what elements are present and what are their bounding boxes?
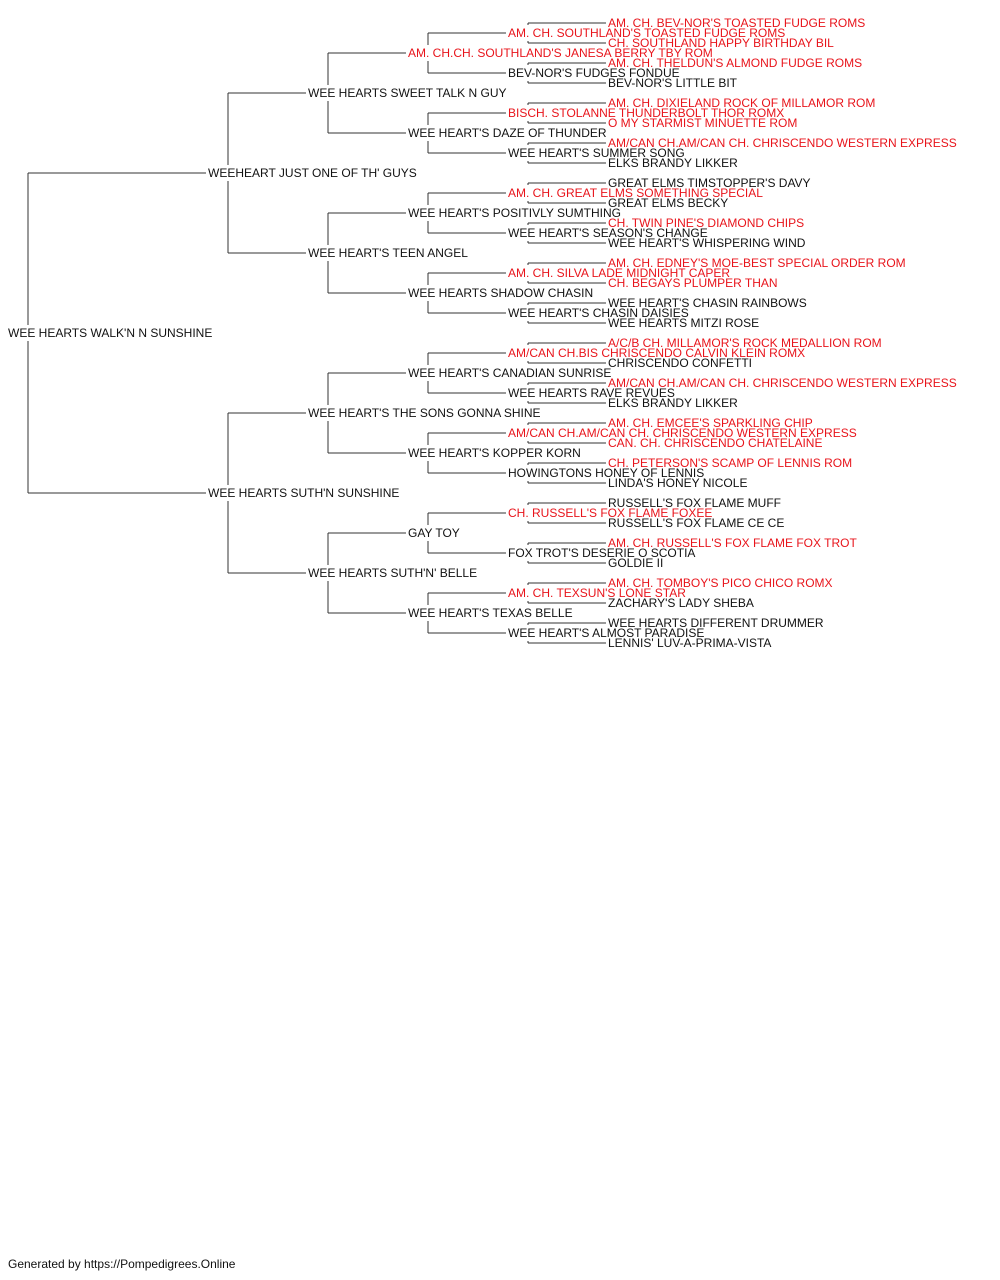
ancestor-sire-sire-sire-dam-sire: AM. CH. THELDUN'S ALMOND FUDGE ROMS [608, 56, 863, 70]
ancestor-dam-dam-sire-sire-dam: RUSSELL'S FOX FLAME CE CE [608, 516, 785, 530]
ancestor-sire-dam-sire-sire-dam: GREAT ELMS BECKY [608, 196, 729, 210]
ancestor-sire-dam-sire-dam: WEE HEART'S SEASON'S CHANGE [508, 226, 708, 240]
ancestor-dam-dam-sire-sire-sire: RUSSELL'S FOX FLAME MUFF [608, 496, 781, 510]
ancestor-sire-dam-dam-sire: AM. CH. SILVA LADE MIDNIGHT CAPER [508, 266, 731, 280]
ancestor-sire-dam-sire-dam-dam: WEE HEART'S WHISPERING WIND [608, 236, 806, 250]
ancestor-sire-dam: WEE HEART'S TEEN ANGEL [308, 246, 468, 260]
ancestor-dam-sire-sire-dam: WEE HEARTS RAVE REVUES [508, 386, 675, 400]
ancestor-sire-sire-sire-sire-dam: CH. SOUTHLAND HAPPY BIRTHDAY BIL [608, 36, 834, 50]
ancestor-sire-sire-sire-dam-dam: BEV-NOR'S LITTLE BIT [608, 76, 737, 90]
ancestor-dam-sire-sire-dam-dam: ELKS BRANDY LIKKER [608, 396, 738, 410]
ancestor-dam-dam-dam-sire-dam: ZACHARY'S LADY SHEBA [608, 596, 754, 610]
ancestor-dam-sire-dam-dam-dam: LINDA'S HONEY NICOLE [608, 476, 748, 490]
ancestor-dam-dam-dam: WEE HEART'S TEXAS BELLE [408, 606, 573, 620]
ancestor-dam-sire-sire: WEE HEART'S CANADIAN SUNRISE [408, 366, 612, 380]
ancestor-dam-dam-sire-dam-dam: GOLDIE II [608, 556, 664, 570]
ancestor-sire-dam-dam-sire-dam: CH. BEGAYS PLUMPER THAN [608, 276, 778, 290]
ancestor-sire-dam-sire-sire: AM. CH. GREAT ELMS SOMETHING SPECIAL [508, 186, 763, 200]
ancestor-sire-dam-sire-sire-sire: GREAT ELMS TIMSTOPPER'S DAVY [608, 176, 811, 190]
ancestor-sire-dam-dam-dam-sire: WEE HEART'S CHASIN RAINBOWS [608, 296, 807, 310]
ancestor-dam-dam-sire: GAY TOY [408, 526, 460, 540]
ancestor-dam-dam-dam-sire: AM. CH. TEXSUN'S LONE STAR [508, 586, 686, 600]
ancestor-sire-sire-dam-dam-dam: ELKS BRANDY LIKKER [608, 156, 738, 170]
ancestor-dam-sire-dam-dam-sire: CH. PETERSON'S SCAMP OF LENNIS ROM [608, 456, 853, 470]
ancestor-sire-sire-dam-dam-sire: AM/CAN CH.AM/CAN CH. CHRISCENDO WESTERN … [608, 136, 957, 150]
ancestor-dam-sire-dam-dam: HOWINGTONS HONEY OF LENNIS [508, 466, 705, 480]
ancestor-sire-sire-sire-sire-sire: AM. CH. BEV-NOR'S TOASTED FUDGE ROMS [608, 16, 866, 30]
ancestor-dam-dam-dam-dam: WEE HEART'S ALMOST PARADISE [508, 626, 705, 640]
ancestor-dam-sire-dam-sire: AM/CAN CH.AM/CAN CH. CHRISCENDO WESTERN … [508, 426, 857, 440]
ancestor-dam-sire-dam-sire-dam: CAN. CH. CHRISCENDO CHATELAINE [608, 436, 823, 450]
ancestor-dam-sire: WEE HEART'S THE SONS GONNA SHINE [308, 406, 541, 420]
generated-by-footer: Generated by https://Pompedigrees.Online [8, 1257, 236, 1271]
ancestor-dam: WEE HEARTS SUTH'N SUNSHINE [208, 486, 400, 500]
ancestor-dam-sire-sire-sire-sire: A/C/B CH. MILLAMOR'S ROCK MEDALLION ROM [608, 336, 882, 350]
ancestor-sire-sire-dam-sire: BISCH. STOLANNE THUNDERBOLT THOR ROMX [508, 106, 785, 120]
ancestor-dam-dam-sire-dam-sire: AM. CH. RUSSELL'S FOX FLAME FOX TROT [608, 536, 857, 550]
ancestor-sire-sire-dam-sire-sire: AM. CH. DIXIELAND ROCK OF MILLAMOR ROM [608, 96, 876, 110]
ancestor-sire-dam-dam: WEE HEARTS SHADOW CHASIN [408, 286, 594, 300]
ancestor-dam-dam: WEE HEARTS SUTH'N' BELLE [308, 566, 478, 580]
ancestor-dam-sire-dam-sire-sire: AM. CH. EMCEE'S SPARKLING CHIP [608, 416, 813, 430]
ancestor-sire-sire-dam-sire-dam: O MY STARMIST MINUETTE ROM [608, 116, 798, 130]
ancestor-sire-dam-dam-sire-sire: AM. CH. EDNEY'S MOE-BEST SPECIAL ORDER R… [608, 256, 906, 270]
ancestor-sire-dam-dam-dam: WEE HEART'S CHASIN DAISIES [508, 306, 689, 320]
ancestor-sire-sire-dam-dam: WEE HEART'S SUMMER SONG [508, 146, 685, 160]
ancestor-sire-dam-sire: WEE HEART'S POSITIVLY SUMTHING [408, 206, 621, 220]
ancestor-dam-sire-sire-dam-sire: AM/CAN CH.AM/CAN CH. CHRISCENDO WESTERN … [608, 376, 957, 390]
ancestor-dam-sire-sire-sire-dam: CHRISCENDO CONFETTI [608, 356, 752, 370]
ancestor-dam-dam-dam-sire-sire: AM. CH. TOMBOY'S PICO CHICO ROMX [608, 576, 833, 590]
ancestor-sire-sire-dam: WEE HEART'S DAZE OF THUNDER [408, 126, 607, 140]
ancestor-sire-sire-sire-dam: BEV-NOR'S FUDGES FONDUE [508, 66, 680, 80]
subject-name: WEE HEARTS WALK'N N SUNSHINE [8, 326, 213, 340]
ancestor-dam-dam-sire-dam: FOX TROT'S DESERIE O SCOTIA [508, 546, 696, 560]
ancestor-sire: WEEHEART JUST ONE OF TH' GUYS [208, 166, 417, 180]
ancestor-sire-sire: WEE HEARTS SWEET TALK N GUY [308, 86, 507, 100]
ancestor-sire-dam-sire-dam-sire: CH. TWIN PINE'S DIAMOND CHIPS [608, 216, 805, 230]
ancestor-sire-dam-dam-dam-dam: WEE HEARTS MITZI ROSE [608, 316, 760, 330]
ancestor-sire-sire-sire: AM. CH.CH. SOUTHLAND'S JANESA BERRY TBY … [408, 46, 713, 60]
ancestor-dam-sire-sire-sire: AM/CAN CH.BIS CHRISCENDO CALVIN KLEIN RO… [508, 346, 806, 360]
ancestor-dam-dam-dam-dam-sire: WEE HEARTS DIFFERENT DRUMMER [608, 616, 824, 630]
ancestor-dam-sire-dam: WEE HEART'S KOPPER KORN [408, 446, 581, 460]
ancestor-dam-dam-dam-dam-dam: LENNIS' LUV-A-PRIMA-VISTA [608, 636, 772, 650]
ancestor-sire-sire-sire-sire: AM. CH. SOUTHLAND'S TOASTED FUDGE ROMS [508, 26, 786, 40]
ancestor-dam-dam-sire-sire: CH. RUSSELL'S FOX FLAME FOXEE [508, 506, 713, 520]
